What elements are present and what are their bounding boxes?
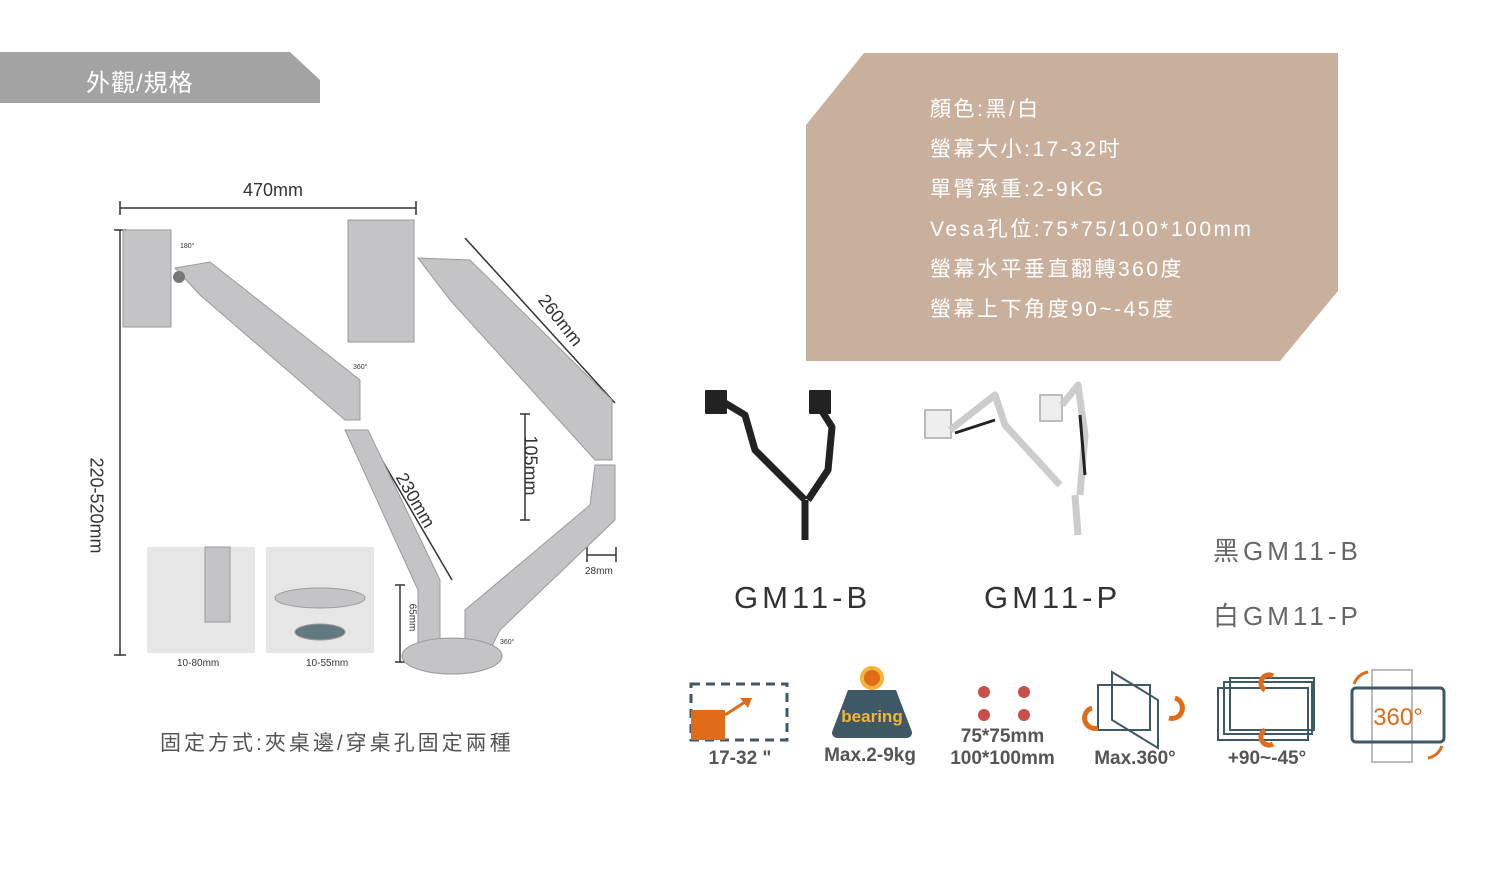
tilt-icon: [1217, 672, 1315, 748]
section-title: 外觀/規格: [86, 70, 194, 97]
feature-swivel-label: Max.360°: [1094, 748, 1176, 769]
dim-pole: 105mm: [520, 435, 541, 496]
joint-icon: [173, 271, 185, 283]
dim-width: 470mm: [243, 180, 304, 200]
dim-base: 65mm: [406, 603, 418, 632]
feature-vesa-label-2: 100*100mm: [950, 748, 1055, 769]
clamp-range: 10-80mm: [177, 658, 220, 669]
grommet-range: 10-55mm: [306, 658, 349, 669]
spec-screen-size: 螢幕大小:17-32吋: [930, 138, 1123, 161]
product-image-gm11-b: [705, 390, 836, 540]
feature-vesa-label-1: 75*75mm: [960, 726, 1045, 747]
rotation-360-label: 360°: [353, 364, 368, 371]
rotation-180-label: 180°: [180, 243, 195, 250]
vesa-holes-icon: [978, 686, 1030, 721]
bearing-badge: bearing: [841, 707, 902, 726]
feature-load-label: Max.2-9kg: [824, 745, 916, 766]
dim-height: 220-520mm: [86, 457, 107, 554]
variant-black: 黑GM11-B: [1213, 536, 1362, 566]
base-rotation-360-label: 360°: [500, 639, 515, 646]
spec-tilt: 螢幕上下角度90~-45度: [930, 298, 1176, 321]
spec-color: 顏色:黑/白: [930, 98, 1041, 121]
screen-size-icon: [689, 682, 789, 742]
mounting-caption: 固定方式:夾桌邊/穿桌孔固定兩種: [160, 732, 514, 755]
feature-screen-size-label: 17-32 ": [708, 748, 772, 769]
product-label-gm11-b: GM11-B: [734, 580, 872, 615]
product-image-gm11-p: [924, 381, 1089, 536]
product-label-gm11-p: GM11-P: [984, 580, 1122, 615]
weight-bearing-icon: bearing: [832, 666, 912, 738]
spec-rotation: 螢幕水平垂直翻轉360度: [930, 258, 1185, 281]
product-images: [705, 381, 1089, 540]
rotate-360-badge: 360°: [1373, 704, 1423, 731]
spec-panel: 顏色:黑/白 螢幕大小:17-32吋 單臂承重:2-9KG Vesa孔位:75*…: [806, 53, 1338, 361]
swivel-icon: [1082, 670, 1185, 750]
arm-dimension-diagram: [114, 201, 617, 675]
rotate-360-icon: 360°: [1350, 669, 1446, 763]
feature-tilt-label: +90~-45°: [1227, 748, 1307, 769]
spec-load: 單臂承重:2-9KG: [930, 178, 1106, 201]
section-tab: 外觀/規格: [0, 52, 320, 103]
feature-icons: bearing 360°: [689, 666, 1446, 763]
variant-white: 白GM11-P: [1213, 601, 1362, 631]
dimension-lines: [114, 201, 617, 663]
spec-vesa: Vesa孔位:75*75/100*100mm: [930, 218, 1254, 241]
dim-offset: 28mm: [585, 566, 613, 577]
monitor-arm-illustration: [122, 219, 616, 675]
